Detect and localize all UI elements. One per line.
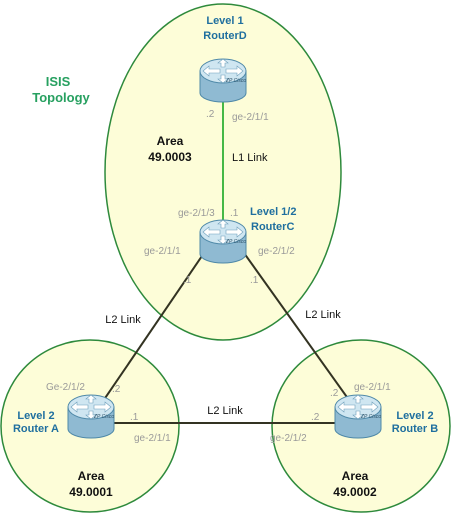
addr-d-down: .2 bbox=[206, 109, 215, 120]
addr-b-up: .2 bbox=[330, 388, 339, 399]
addr-a-right: .1 bbox=[130, 412, 139, 423]
l2-link-c-b bbox=[243, 252, 355, 408]
link-label-ca: L2 Link bbox=[105, 314, 141, 326]
router-b-name: Router B bbox=[392, 423, 439, 435]
addr-c-left: .1 bbox=[183, 275, 192, 286]
iface-c-up: ge-2/1/3 bbox=[178, 208, 215, 219]
link-label-dc: L1 Link bbox=[232, 152, 268, 164]
iface-a-up: Ge-2/1/2 bbox=[46, 382, 85, 393]
router-b-level: Level 2 bbox=[396, 410, 433, 422]
svg-text:ZP Cisco: ZP Cisco bbox=[225, 239, 246, 245]
area-49-0001-id: 49.0001 bbox=[69, 485, 113, 499]
area-49-0001-label: Area bbox=[78, 469, 105, 483]
router-d-icon: ZP Cisco bbox=[199, 58, 247, 103]
area-49-0003-label: Area bbox=[157, 134, 184, 148]
addr-a-up: .2 bbox=[112, 384, 121, 395]
router-a-name: Router A bbox=[13, 423, 59, 435]
l2-link-c-a bbox=[98, 252, 205, 408]
addr-c-right: .1 bbox=[250, 275, 259, 286]
router-a-icon: ZP Cisco bbox=[67, 394, 115, 439]
router-c-name: RouterC bbox=[251, 221, 294, 233]
iface-b-up: ge-2/1/1 bbox=[354, 382, 391, 393]
router-c-level: Level 1/2 bbox=[250, 206, 296, 218]
area-49-0002-label: Area bbox=[342, 469, 369, 483]
area-49-0003-id: 49.0003 bbox=[148, 150, 192, 164]
addr-b-left: .2 bbox=[311, 412, 320, 423]
router-d-name: RouterD bbox=[203, 30, 246, 42]
area-49-0002-id: 49.0002 bbox=[333, 485, 377, 499]
router-a-level: Level 2 bbox=[17, 410, 54, 422]
addr-c-up: .1 bbox=[230, 208, 239, 219]
iface-c-right: ge-2/1/2 bbox=[258, 246, 295, 257]
diagram-title-line2: Topology bbox=[32, 90, 90, 105]
iface-c-left: ge-2/1/1 bbox=[144, 246, 181, 257]
svg-text:ZP Cisco: ZP Cisco bbox=[360, 414, 381, 420]
router-c-icon: ZP Cisco bbox=[199, 219, 247, 264]
iface-b-left: ge-2/1/2 bbox=[270, 433, 307, 444]
iface-a-right: ge-2/1/1 bbox=[134, 433, 171, 444]
diagram-title-line1: ISIS bbox=[46, 74, 71, 89]
iface-d-down: ge-2/1/1 bbox=[232, 112, 269, 123]
link-label-ab: L2 Link bbox=[207, 405, 243, 417]
svg-text:ZP Cisco: ZP Cisco bbox=[93, 414, 114, 420]
router-b-icon: ZP Cisco bbox=[334, 394, 382, 439]
link-label-cb: L2 Link bbox=[305, 309, 341, 321]
svg-text:ZP Cisco: ZP Cisco bbox=[225, 78, 246, 84]
router-d-level: Level 1 bbox=[206, 15, 243, 27]
